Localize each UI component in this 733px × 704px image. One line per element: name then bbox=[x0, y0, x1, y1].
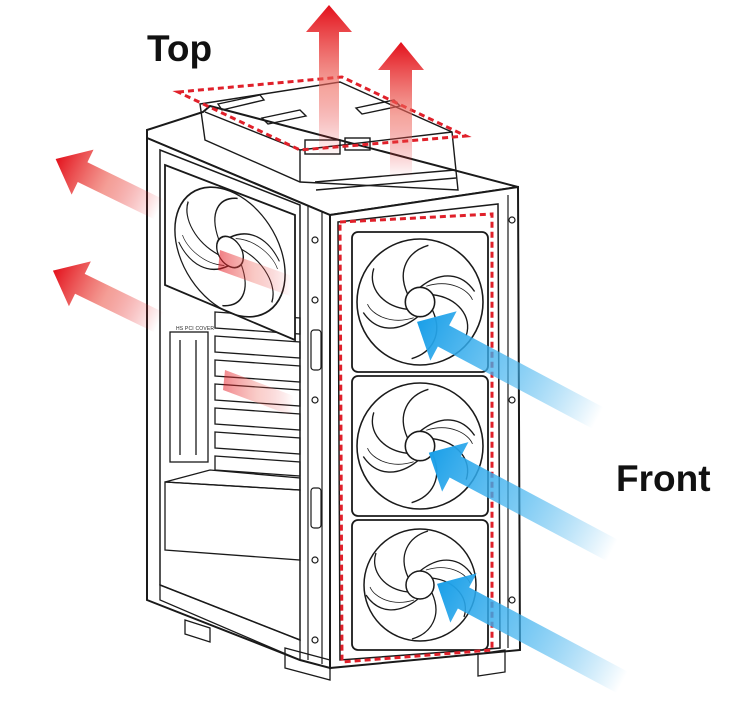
red-gradient-arrow-icon bbox=[223, 370, 294, 416]
front-label: Front bbox=[616, 458, 711, 499]
top-label: Top bbox=[147, 28, 213, 69]
front-airflow-zone bbox=[338, 212, 494, 664]
front-fan-2 bbox=[351, 375, 489, 517]
top-airflow-zone bbox=[172, 75, 472, 152]
red-gradient-arrow-icon bbox=[378, 42, 424, 178]
front-fans bbox=[351, 231, 489, 651]
red-gradient-arrow-icon bbox=[218, 250, 292, 296]
front-fan-3 bbox=[351, 519, 489, 651]
blue-gradient-arrow-icon bbox=[437, 573, 629, 694]
case-interior bbox=[159, 311, 506, 681]
pci-cover-marking: HS PCI COVER bbox=[176, 326, 215, 332]
intake-arrows bbox=[417, 311, 629, 694]
red-gradient-arrow-icon bbox=[55, 149, 164, 220]
red-gradient-arrow-icon bbox=[306, 5, 352, 158]
exhaust-arrows bbox=[52, 5, 424, 416]
rear-fan bbox=[164, 163, 296, 342]
case-frame-details bbox=[307, 195, 516, 664]
top-grill bbox=[199, 81, 459, 191]
blue-gradient-arrow-icon bbox=[428, 442, 619, 562]
blue-gradient-arrow-icon bbox=[417, 311, 604, 429]
red-gradient-arrow-icon bbox=[52, 261, 164, 333]
airflow-zone-outlines bbox=[172, 75, 494, 664]
